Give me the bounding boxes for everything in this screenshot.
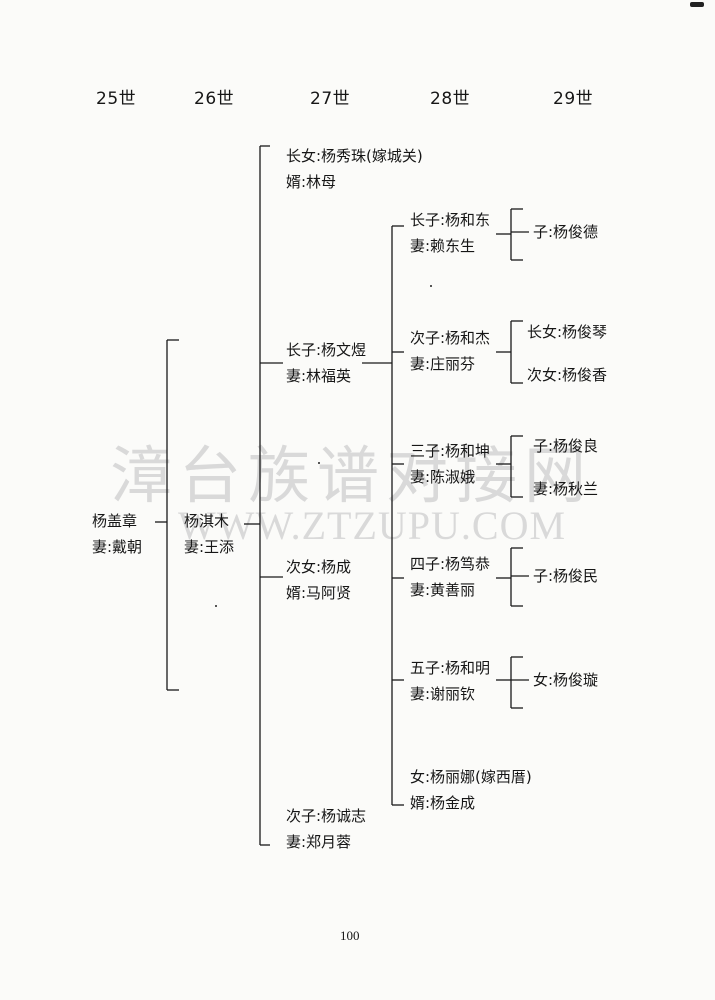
person-name: 女:杨俊璇 xyxy=(533,671,599,689)
watermark-url: WWW.ZTZUPU.COM xyxy=(178,503,567,548)
person-spouse: 婿:马阿贤 xyxy=(286,584,352,602)
person-name: 三子:杨和坤 xyxy=(410,442,491,460)
person-g29: 子:杨俊良 xyxy=(533,433,598,459)
person-g28-5: 五子:杨和明 妻:谢丽钦 xyxy=(410,655,490,707)
person-spouse: 婿:杨金成 xyxy=(410,794,476,812)
person-spouse: 妻:林福英 xyxy=(286,367,352,385)
person-name: 子:杨俊德 xyxy=(533,223,599,241)
person-spouse: 妻:赖东生 xyxy=(410,237,476,255)
scan-speck xyxy=(318,462,320,464)
person-name: 次女:杨成 xyxy=(286,558,352,576)
bracket-g25 xyxy=(155,339,179,691)
person-name: 次子:杨和杰 xyxy=(410,329,491,347)
person-g29: 妻:杨秋兰 xyxy=(533,476,598,502)
person-spouse: 妻:谢丽钦 xyxy=(410,685,476,703)
generation-25: 25世 xyxy=(96,89,137,109)
person-g29: 长女:杨俊琴 xyxy=(527,319,607,345)
person-name: 杨盖章 xyxy=(92,512,138,530)
person-name: 女:杨丽娜(嫁西厝) xyxy=(410,768,532,786)
bracket-g28-hejie xyxy=(496,320,523,384)
person-g28-1: 长子:杨和东 妻:赖东生 xyxy=(410,207,490,259)
person-spouse: 妻:陈淑娥 xyxy=(410,468,476,486)
person-g27-eldest-son: 长子:杨文煜 妻:林福英 xyxy=(286,337,366,389)
person-name: 长子:杨和东 xyxy=(410,211,491,229)
person-spouse: 妻:黄善丽 xyxy=(410,581,476,599)
person-g25: 杨盖章 妻:戴朝 xyxy=(92,508,142,560)
person-g29: 女:杨俊璇 xyxy=(533,667,598,693)
person-name: 子:杨俊良 xyxy=(533,437,599,455)
person-name: 四子:杨笃恭 xyxy=(410,555,491,573)
person-name: 长女:杨秀珠(嫁城关) xyxy=(286,147,423,165)
person-name: 妻:杨秋兰 xyxy=(533,480,599,498)
person-g28-4: 四子:杨笃恭 妻:黄善丽 xyxy=(410,551,490,603)
person-g28-6: 女:杨丽娜(嫁西厝) 婿:杨金成 xyxy=(410,764,532,816)
person-spouse: 妻:庄丽芬 xyxy=(410,355,476,373)
person-g28-3: 三子:杨和坤 妻:陈淑娥 xyxy=(410,438,490,490)
person-name: 次子:杨诚志 xyxy=(286,807,367,825)
bracket-g28-dugong xyxy=(496,547,529,607)
person-g26: 杨淇木 妻:王添 xyxy=(184,508,234,560)
generation-26: 26世 xyxy=(194,89,235,109)
bracket-g28-heming xyxy=(496,656,529,709)
person-spouse: 妻:戴朝 xyxy=(92,538,143,556)
person-name: 杨淇木 xyxy=(184,512,230,530)
bracket-g28-hedong xyxy=(496,208,529,261)
page-number: 100 xyxy=(340,928,360,943)
person-spouse: 妻:郑月蓉 xyxy=(286,833,352,851)
scan-speck xyxy=(215,605,217,607)
bracket-g28-hekun xyxy=(496,435,523,498)
person-g27-second-daughter: 次女:杨成 婿:马阿贤 xyxy=(286,554,351,606)
person-g29: 子:杨俊民 xyxy=(533,563,598,589)
person-name: 五子:杨和明 xyxy=(410,659,491,677)
generation-27: 27世 xyxy=(310,89,351,109)
bracket-g26 xyxy=(244,145,283,846)
person-name: 长女:杨俊琴 xyxy=(527,323,608,341)
bracket-g27-wenyu xyxy=(362,225,404,806)
person-g29: 次女:杨俊香 xyxy=(527,362,607,388)
person-spouse: 婿:林母 xyxy=(286,173,337,191)
person-name: 次女:杨俊香 xyxy=(527,366,608,384)
person-g28-2: 次子:杨和杰 妻:庄丽芬 xyxy=(410,325,490,377)
scan-speck xyxy=(690,2,704,7)
scan-speck xyxy=(430,285,432,287)
watermark-chinese: 漳台族谱对接网 xyxy=(110,439,594,512)
generation-29: 29世 xyxy=(553,89,594,109)
generation-28: 28世 xyxy=(430,89,471,109)
person-g27-eldest-daughter: 长女:杨秀珠(嫁城关) 婿:林母 xyxy=(286,143,423,195)
person-g27-second-son: 次子:杨诚志 妻:郑月蓉 xyxy=(286,803,366,855)
person-spouse: 妻:王添 xyxy=(184,538,235,556)
person-name: 子:杨俊民 xyxy=(533,567,599,585)
person-g29: 子:杨俊德 xyxy=(533,219,598,245)
person-name: 长子:杨文煜 xyxy=(286,341,367,359)
